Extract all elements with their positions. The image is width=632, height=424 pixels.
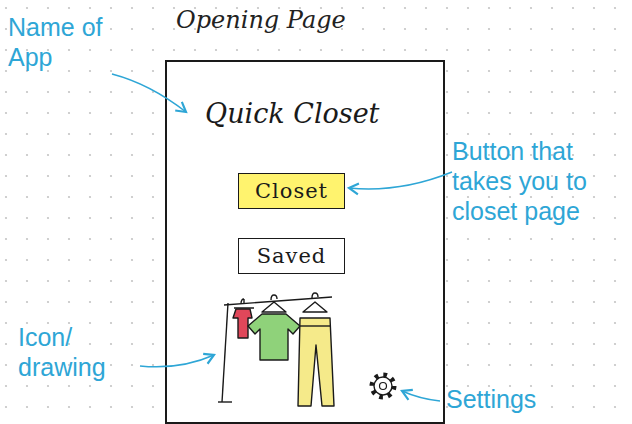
app-name: Quick Closet xyxy=(205,98,379,129)
saved-button: Saved xyxy=(238,238,345,274)
leader-line xyxy=(402,391,440,401)
clothes-rack-icon xyxy=(218,293,334,406)
callout-label: Settings xyxy=(446,384,596,414)
button-label: Saved xyxy=(257,244,327,268)
closet-button: Closet xyxy=(238,173,345,209)
callout-label: Icon/ drawing xyxy=(18,322,138,382)
leader-line xyxy=(112,74,186,112)
page-title: Opening Page xyxy=(176,6,346,34)
phone-screen: Quick ClosetClosetSaved xyxy=(165,60,445,424)
callout-label: Name of App xyxy=(8,12,126,72)
settings-gear-icon xyxy=(372,375,394,397)
leader-line xyxy=(140,355,214,367)
leader-line xyxy=(349,172,452,189)
button-label: Closet xyxy=(255,179,328,203)
callout-label: Button that takes you to closet page xyxy=(452,136,627,226)
